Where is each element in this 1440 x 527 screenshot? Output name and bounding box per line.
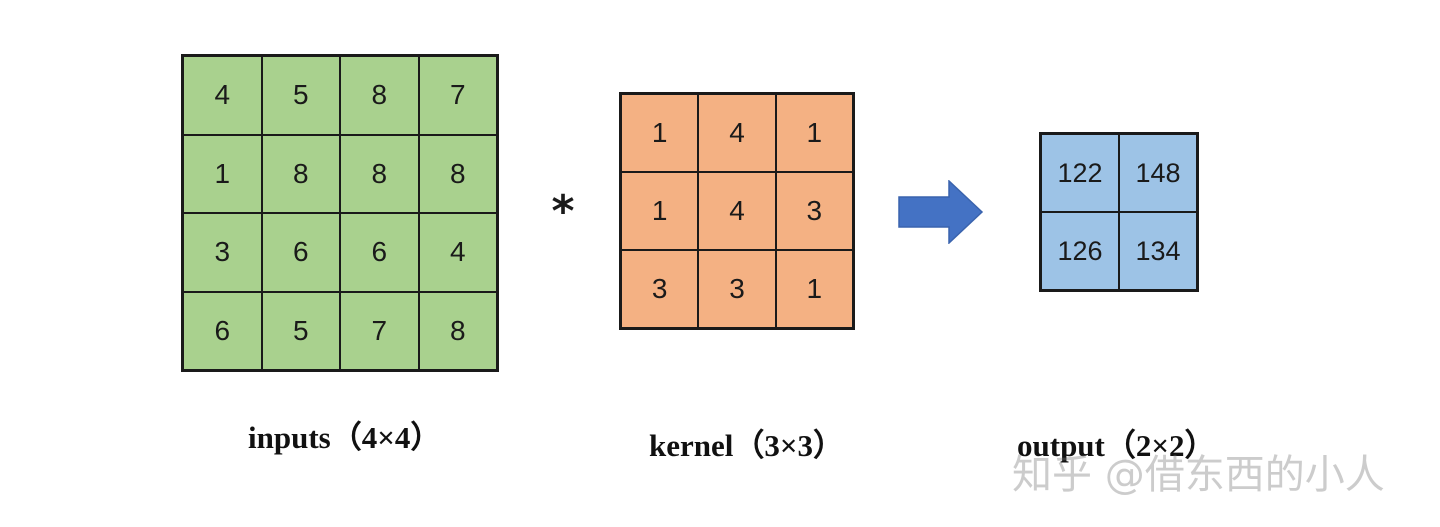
inputs-cell: 3 — [183, 213, 262, 292]
kernel-cell: 3 — [621, 250, 699, 328]
output-cell: 126 — [1041, 212, 1119, 290]
inputs-cell: 5 — [261, 56, 340, 135]
output-cell: 134 — [1119, 212, 1197, 290]
arrow-polygon — [898, 179, 984, 245]
output-caption: output（2×2） — [1017, 428, 1216, 463]
output-matrix: 122 148 126 134 — [1039, 132, 1199, 292]
kernel-matrix: 1 4 1 1 4 3 3 3 1 — [619, 92, 855, 330]
kernel-cell: 4 — [698, 172, 776, 250]
convolution-operator: * — [551, 186, 575, 237]
kernel-cell: 1 — [775, 94, 853, 172]
inputs-cell: 6 — [340, 213, 419, 292]
right-arrow-shape — [898, 179, 984, 245]
kernel-cell: 1 — [621, 94, 699, 172]
inputs-caption: inputs（4×4） — [248, 420, 442, 455]
inputs-cell: 8 — [261, 134, 340, 213]
inputs-cell: 5 — [261, 291, 340, 370]
inputs-matrix: 4 5 8 7 1 8 8 8 3 6 6 4 6 5 7 8 — [181, 54, 499, 372]
inputs-cell: 8 — [340, 56, 419, 135]
output-cell: 122 — [1041, 134, 1119, 212]
kernel-caption: kernel（3×3） — [649, 428, 845, 463]
right-arrow-icon — [898, 179, 984, 249]
inputs-cell: 6 — [261, 213, 340, 292]
kernel-cell: 1 — [621, 172, 699, 250]
inputs-cell: 8 — [418, 291, 497, 370]
inputs-cell: 1 — [183, 134, 262, 213]
inputs-cell: 7 — [340, 291, 419, 370]
inputs-cell: 7 — [418, 56, 497, 135]
inputs-cell: 8 — [418, 134, 497, 213]
kernel-cell: 4 — [698, 94, 776, 172]
kernel-cell: 3 — [698, 250, 776, 328]
inputs-cell: 4 — [183, 56, 262, 135]
kernel-cell: 1 — [775, 250, 853, 328]
inputs-cell: 8 — [340, 134, 419, 213]
inputs-cell: 4 — [418, 213, 497, 292]
kernel-cell: 3 — [775, 172, 853, 250]
inputs-cell: 6 — [183, 291, 262, 370]
output-cell: 148 — [1119, 134, 1197, 212]
